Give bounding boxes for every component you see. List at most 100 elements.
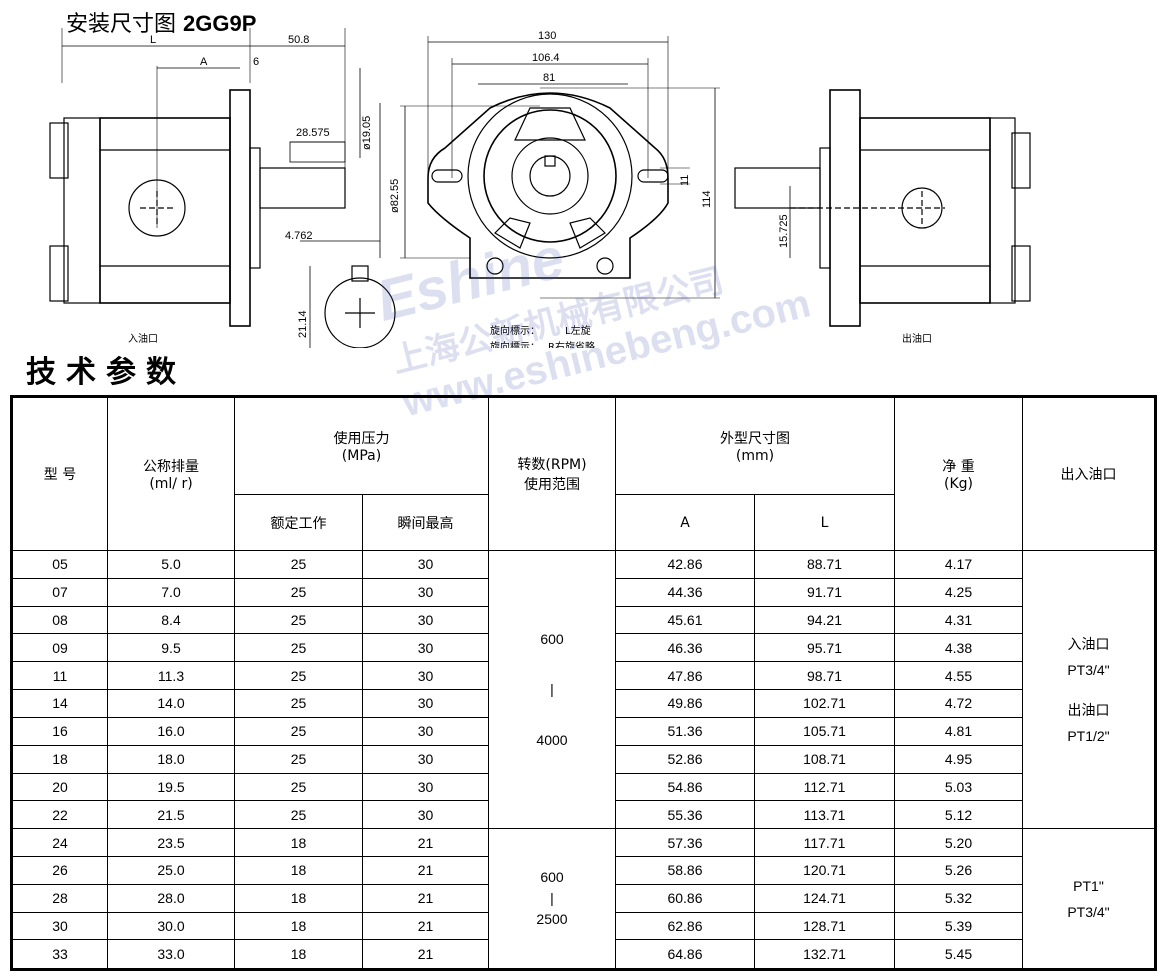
cell-dim-a: 60.86	[615, 883, 755, 913]
header-displacement-unit: (ml/ r)	[149, 475, 193, 492]
cell-dim-a: 42.86	[615, 549, 755, 579]
cell-weight: 5.20	[894, 828, 1023, 857]
cell-weight: 5.26	[894, 856, 1023, 885]
cell-model: 09	[11, 633, 108, 663]
header-displacement-label: 公称排量	[143, 458, 199, 475]
speed-low: 600	[540, 630, 564, 647]
cell-dim-l: 113.71	[754, 800, 895, 830]
cell-weight: 4.31	[894, 605, 1023, 635]
cell-peak: 30	[362, 605, 489, 635]
header-dim-l: L	[754, 494, 895, 551]
cell-model: 22	[11, 800, 108, 830]
cell-dim-l: 117.71	[754, 828, 895, 857]
cell-weight: 5.12	[894, 800, 1023, 830]
right-view	[734, 89, 1031, 327]
header-pressure: 使用压力 (MPa)	[234, 395, 489, 496]
cell-displacement: 14.0	[107, 689, 235, 718]
header-weight: 净 重 (Kg)	[894, 396, 1023, 551]
cell-peak: 30	[362, 716, 489, 746]
header-dim-a: A	[615, 494, 755, 551]
cell-weight: 5.32	[894, 883, 1023, 913]
rotation-label-2: 旋向標示：	[490, 340, 540, 348]
cell-displacement: 9.5	[107, 633, 235, 663]
section-title: 技术参数	[26, 355, 186, 390]
header-ports: 出入油口	[1022, 396, 1156, 551]
cell-model: 07	[11, 577, 108, 607]
front-view	[400, 36, 720, 299]
cell-dim-l: 88.71	[754, 549, 895, 579]
port-size-a: PT1"	[1073, 877, 1104, 894]
header-dimension-label: 外型尺寸图	[720, 431, 790, 448]
speed-sep: |	[550, 890, 554, 907]
cell-speed-range: 600|4000	[488, 549, 616, 830]
port-size-b: PT3/4"	[1067, 903, 1110, 920]
cell-dim-l: 91.71	[754, 577, 895, 607]
cell-rated: 18	[234, 856, 363, 885]
dim-28-575: 28.575	[296, 127, 330, 139]
dim-81: 81	[543, 72, 555, 84]
left-view	[49, 28, 396, 348]
cell-dim-l: 112.71	[754, 772, 895, 802]
cell-dim-l: 120.71	[754, 856, 895, 885]
port-inlet-label: 入油口	[1067, 635, 1110, 652]
cell-displacement: 16.0	[107, 716, 235, 746]
header-dimension: 外型尺寸图 (mm)	[615, 395, 895, 496]
cell-peak: 30	[362, 633, 489, 663]
inlet-label: 入油口	[128, 332, 158, 345]
speed-sep: |	[550, 681, 554, 698]
cell-weight: 4.95	[894, 744, 1023, 774]
cell-rated: 25	[234, 661, 363, 691]
port-outlet-size: PT1/2"	[1067, 727, 1110, 744]
header-weight-unit: (Kg)	[944, 475, 973, 492]
spec-table: 型 号 公称排量 (ml/ r) 使用压力 (MPa) 转数(RPM) 使用范围…	[10, 395, 1157, 971]
cell-displacement: 11.3	[107, 661, 235, 691]
cell-rated: 25	[234, 772, 363, 802]
cell-weight: 4.72	[894, 689, 1023, 718]
cell-rated: 18	[234, 939, 363, 970]
cell-dim-a: 62.86	[615, 911, 755, 941]
cell-dim-l: 124.71	[754, 883, 895, 913]
cell-rated: 25	[234, 605, 363, 635]
dim-114: 114	[701, 190, 713, 208]
dim-L: L	[150, 34, 156, 46]
cell-displacement: 23.5	[107, 828, 235, 857]
cell-dim-a: 45.61	[615, 605, 755, 635]
cell-model: 18	[11, 744, 108, 774]
header-speed-label: 转数(RPM)	[517, 456, 587, 473]
cell-rated: 18	[234, 911, 363, 941]
header-displacement: 公称排量 (ml/ r)	[107, 396, 235, 551]
cell-peak: 21	[362, 911, 489, 941]
cell-dim-a: 52.86	[615, 744, 755, 774]
cell-dim-a: 51.36	[615, 716, 755, 746]
dim-4-762: 4.762	[285, 230, 313, 242]
cell-rated: 25	[234, 744, 363, 774]
cell-rated: 25	[234, 633, 363, 663]
cell-displacement: 21.5	[107, 800, 235, 830]
cell-displacement: 28.0	[107, 883, 235, 913]
cell-ports: 入油口 PT3/4" 出油口 PT1/2"	[1022, 549, 1156, 830]
header-pressure-label: 使用压力	[333, 431, 390, 448]
cell-peak: 30	[362, 689, 489, 718]
cell-dim-a: 57.36	[615, 828, 755, 857]
cell-rated: 18	[234, 883, 363, 913]
cell-weight: 5.45	[894, 939, 1023, 970]
cell-displacement: 33.0	[107, 939, 235, 970]
cell-peak: 30	[362, 549, 489, 579]
cell-model: 14	[11, 689, 108, 718]
cell-dim-l: 132.71	[754, 939, 895, 970]
dim-106-4: 106.4	[532, 52, 560, 64]
cell-dim-l: 98.71	[754, 661, 895, 691]
cell-dim-a: 64.86	[615, 939, 755, 970]
cell-displacement: 5.0	[107, 549, 235, 579]
port-outlet-label: 出油口	[1067, 701, 1110, 718]
cell-displacement: 8.4	[107, 605, 235, 635]
port-inlet-size: PT3/4"	[1067, 661, 1110, 678]
installation-drawing: L A 50.8 6 28.575 ø19.05 ø82.55 4.762 21…	[49, 28, 1031, 348]
